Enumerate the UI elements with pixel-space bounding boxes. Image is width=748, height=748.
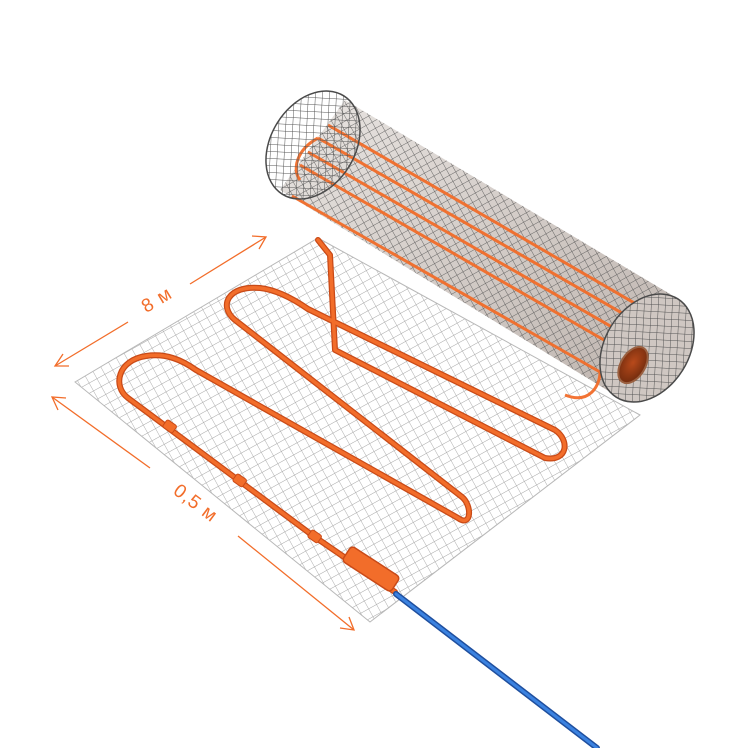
heating-cable [116,237,568,595]
power-lead-cable [393,591,600,748]
cable-clip [307,529,322,544]
length-label: 8 м [138,283,176,317]
cable-clip [232,473,247,488]
mesh-sheet [74,237,641,623]
roll-core [617,345,649,385]
width-dimension [50,396,356,631]
cable-clip [162,419,177,434]
mat-roll [265,90,695,403]
length-dimension [53,235,268,367]
cable-coupling [342,546,400,592]
